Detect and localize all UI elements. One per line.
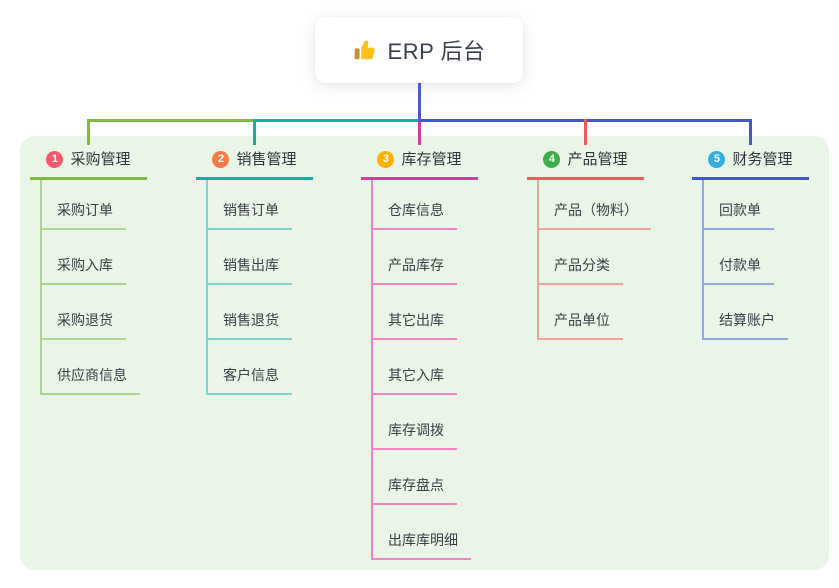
child-node: 产品库存 <box>371 230 478 285</box>
connector-h-purchase <box>87 119 256 122</box>
branch-index-badge: 3 <box>377 151 395 168</box>
child-node: 库存盘点 <box>371 450 478 505</box>
child-node-label[interactable]: 其它出库 <box>371 310 457 340</box>
child-node-label[interactable]: 采购入库 <box>40 255 126 285</box>
branch-children: 销售订单 销售出库 销售退货 客户信息 <box>206 180 313 395</box>
branch-title-node[interactable]: 1 采购管理 <box>30 146 147 180</box>
root-node-label: ERP 后台 <box>387 39 486 64</box>
child-node: 销售订单 <box>206 180 313 230</box>
child-node: 采购退货 <box>40 285 147 340</box>
child-node-label[interactable]: 库存盘点 <box>371 475 457 505</box>
child-node: 其它入库 <box>371 340 478 395</box>
child-node-label[interactable]: 回款单 <box>702 200 774 230</box>
child-node: 产品分类 <box>537 230 644 285</box>
child-node: 仓库信息 <box>371 180 478 230</box>
child-node-label[interactable]: 客户信息 <box>206 365 292 395</box>
child-node: 结算账户 <box>702 285 809 340</box>
child-node-label[interactable]: 采购退货 <box>40 310 126 340</box>
branch-index-badge: 1 <box>46 151 64 168</box>
mindmap-canvas <box>20 136 829 570</box>
child-node: 其它出库 <box>371 285 478 340</box>
branch: 5 财务管理 回款单 付款单 结算账户 <box>692 146 809 340</box>
child-node: 产品（物料） <box>537 180 651 230</box>
child-node: 出库库明细 <box>371 505 478 560</box>
child-node: 库存调拨 <box>371 395 478 450</box>
connector-drop <box>418 122 421 145</box>
branch: 4 产品管理 产品（物料） 产品分类 产品单位 <box>527 146 651 340</box>
child-node-label[interactable]: 结算账户 <box>702 310 788 340</box>
child-node-label[interactable]: 销售订单 <box>206 200 292 230</box>
child-node: 客户信息 <box>206 340 313 395</box>
child-node-label[interactable]: 销售出库 <box>206 255 292 285</box>
branch-label: 采购管理 <box>70 151 131 168</box>
child-node: 销售退货 <box>206 285 313 340</box>
connector-root-vertical <box>417 83 421 122</box>
branch-label: 销售管理 <box>236 151 297 168</box>
branch-title-node[interactable]: 2 销售管理 <box>196 146 313 180</box>
child-node-label[interactable]: 出库库明细 <box>371 530 471 560</box>
child-node-label[interactable]: 库存调拨 <box>371 420 457 450</box>
child-node-label[interactable]: 采购订单 <box>40 200 126 230</box>
branch-title-node[interactable]: 4 产品管理 <box>527 146 644 180</box>
branch: 3 库存管理 仓库信息 产品库存 其它出库 其它入库 库存调拨 库存盘点 出库库… <box>361 146 478 560</box>
child-node-label[interactable]: 付款单 <box>702 255 774 285</box>
branch-children: 产品（物料） 产品分类 产品单位 <box>537 180 651 340</box>
branch-label: 财务管理 <box>732 151 793 168</box>
child-node-label[interactable]: 其它入库 <box>371 365 457 395</box>
child-node-label[interactable]: 供应商信息 <box>40 365 140 395</box>
branch-label: 产品管理 <box>567 151 628 168</box>
branch: 2 销售管理 销售订单 销售出库 销售退货 客户信息 <box>196 146 313 395</box>
connector-drop <box>749 119 752 145</box>
branch-label: 库存管理 <box>401 151 462 168</box>
connector-drop <box>87 119 90 145</box>
child-node: 采购订单 <box>40 180 147 230</box>
branch-children: 仓库信息 产品库存 其它出库 其它入库 库存调拨 库存盘点 出库库明细 <box>371 180 478 560</box>
branch: 1 采购管理 采购订单 采购入库 采购退货 供应商信息 <box>30 146 147 395</box>
child-node: 供应商信息 <box>40 340 147 395</box>
child-node: 采购入库 <box>40 230 147 285</box>
branch-children: 采购订单 采购入库 采购退货 供应商信息 <box>40 180 147 395</box>
child-node-label[interactable]: 产品库存 <box>371 255 457 285</box>
branch-title-node[interactable]: 5 财务管理 <box>692 146 809 180</box>
thumbs-up-icon <box>353 37 379 63</box>
child-node-label[interactable]: 产品单位 <box>537 310 623 340</box>
branch-index-badge: 5 <box>708 151 726 168</box>
branch-children: 回款单 付款单 结算账户 <box>702 180 809 340</box>
child-node-label[interactable]: 产品分类 <box>537 255 623 285</box>
connector-drop <box>253 119 256 145</box>
branch-index-badge: 4 <box>543 151 561 168</box>
child-node: 回款单 <box>702 180 809 230</box>
connector-h-sales <box>253 119 421 122</box>
branch-index-badge: 2 <box>212 151 230 168</box>
child-node-label[interactable]: 仓库信息 <box>371 200 457 230</box>
child-node-label[interactable]: 产品（物料） <box>537 200 651 230</box>
child-node-label[interactable]: 销售退货 <box>206 310 292 340</box>
branch-title-node[interactable]: 3 库存管理 <box>361 146 478 180</box>
root-node[interactable]: ERP 后台 <box>315 17 523 83</box>
connector-drop <box>584 119 587 145</box>
child-node: 付款单 <box>702 230 809 285</box>
child-node: 产品单位 <box>537 285 644 340</box>
child-node: 销售出库 <box>206 230 313 285</box>
